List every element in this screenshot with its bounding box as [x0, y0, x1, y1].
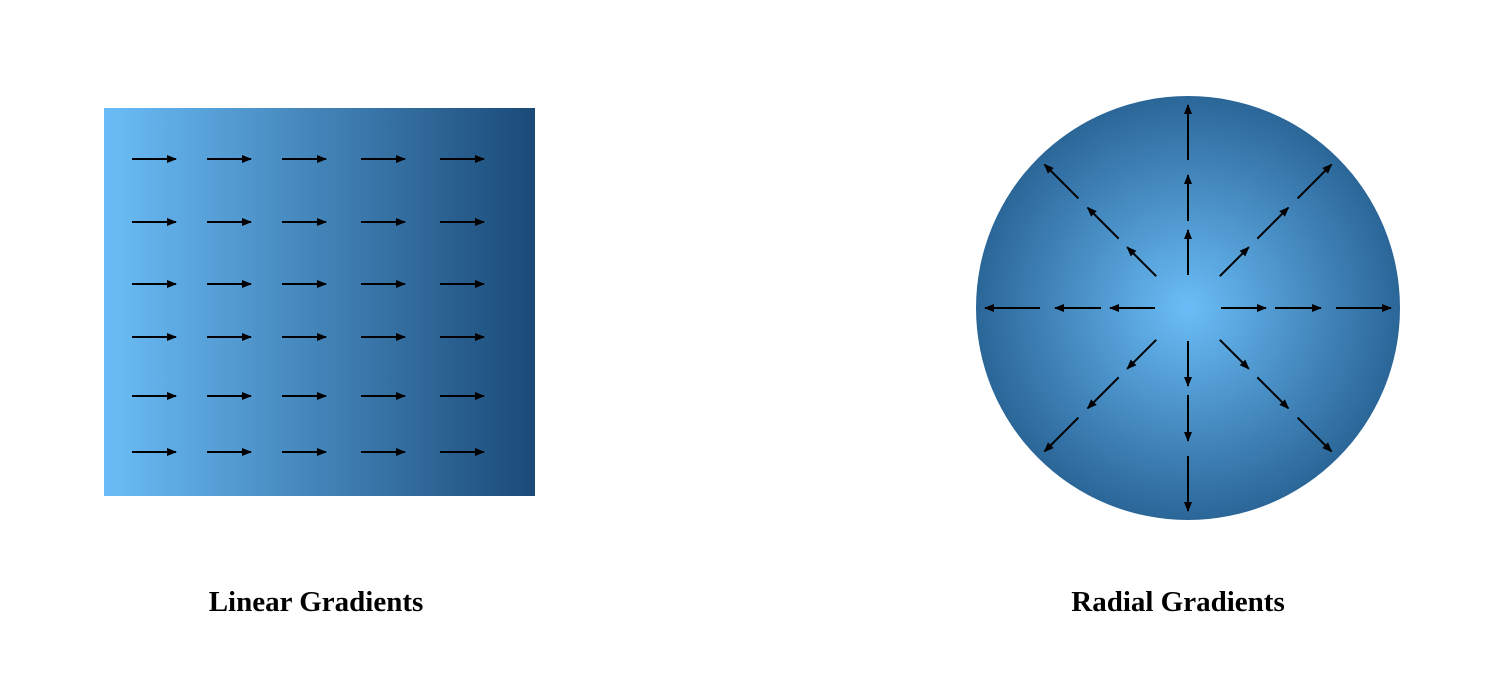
radial-arrow — [1126, 339, 1157, 370]
radial-gradient-circle — [976, 96, 1400, 520]
radial-gradient-panel: Radial Gradients — [976, 96, 1400, 618]
radial-gradients-caption: Radial Gradients — [1071, 586, 1285, 618]
radial-arrow — [1256, 376, 1290, 410]
radial-arrow — [1256, 206, 1290, 240]
radial-arrow — [1219, 339, 1250, 370]
radial-arrow — [1296, 163, 1333, 200]
radial-arrow-group — [984, 104, 1392, 512]
radial-arrow — [1126, 246, 1157, 277]
radial-arrow — [1086, 376, 1120, 410]
linear-gradients-caption: Linear Gradients — [209, 586, 424, 618]
radial-arrow — [1043, 416, 1080, 453]
radial-arrow — [1219, 246, 1250, 277]
radial-arrow — [1086, 206, 1120, 240]
linear-gradient-panel: Linear Gradients — [104, 108, 535, 618]
linear-arrow-grid — [132, 155, 485, 456]
linear-gradient-rect — [104, 108, 535, 496]
radial-arrow — [1043, 163, 1080, 200]
radial-arrow — [1296, 416, 1333, 453]
